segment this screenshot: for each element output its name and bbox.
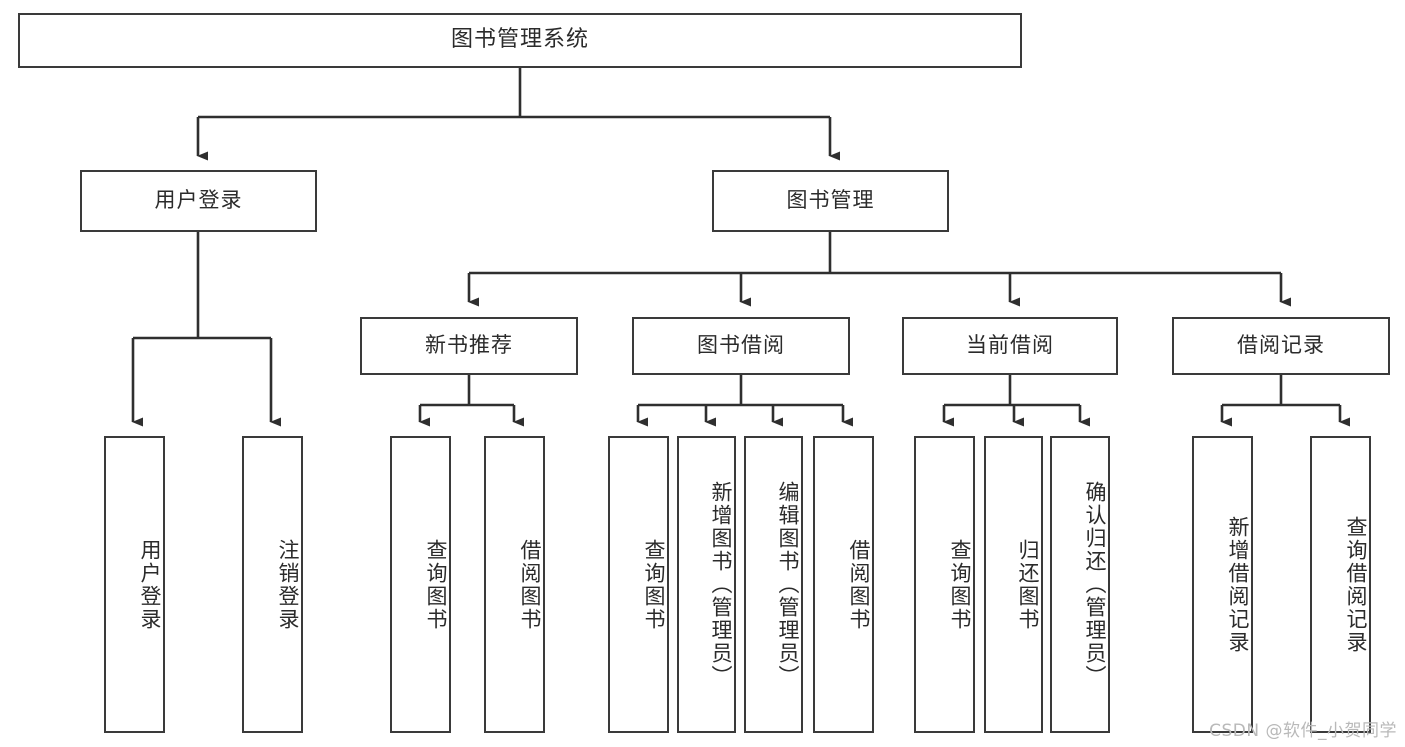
node-label: 归还图书 — [1016, 538, 1040, 631]
node-label: 注销登录 — [276, 538, 300, 631]
node-label: 用户登录 — [154, 188, 243, 213]
node-label: 图书管理 — [786, 188, 875, 213]
node-label: 查询图书 — [948, 538, 972, 631]
node-label: 新书推荐 — [425, 333, 513, 358]
leaf-edit-book-admin[interactable]: 编辑图书（管理员） — [744, 436, 803, 733]
leaf-confirm-return-admin[interactable]: 确认归还（管理员） — [1050, 436, 1110, 733]
leaf-add-book-admin[interactable]: 新增图书（管理员） — [677, 436, 736, 733]
node-label: 借阅记录 — [1237, 333, 1325, 358]
node-label: 图书借阅 — [697, 333, 785, 358]
leaf-query-borrow-record[interactable]: 查询借阅记录 — [1310, 436, 1371, 733]
leaf-query-book-borrow[interactable]: 查询图书 — [608, 436, 669, 733]
leaf-borrow-book-recommend[interactable]: 借阅图书 — [484, 436, 545, 733]
leaf-query-book-current[interactable]: 查询图书 — [914, 436, 975, 733]
leaf-add-borrow-record[interactable]: 新增借阅记录 — [1192, 436, 1253, 733]
node-label: 图书管理系统 — [450, 27, 589, 53]
csdn-watermark: CSDN @软件_小贺同学 — [1209, 721, 1397, 741]
node-current-borrow[interactable]: 当前借阅 — [902, 317, 1118, 375]
node-book-borrow[interactable]: 图书借阅 — [632, 317, 850, 375]
leaf-borrow-book[interactable]: 借阅图书 — [813, 436, 874, 733]
node-new-book-recommend[interactable]: 新书推荐 — [360, 317, 578, 375]
node-book-management[interactable]: 图书管理 — [712, 170, 949, 232]
node-label: 当前借阅 — [966, 333, 1054, 358]
node-label: 借阅图书 — [518, 538, 542, 631]
node-user-login[interactable]: 用户登录 — [80, 170, 317, 232]
leaf-query-book-recommend[interactable]: 查询图书 — [390, 436, 451, 733]
node-label: 借阅图书 — [847, 538, 871, 631]
node-label: 查询图书 — [642, 538, 666, 631]
leaf-return-book[interactable]: 归还图书 — [984, 436, 1043, 733]
node-label: 查询借阅记录 — [1344, 515, 1368, 654]
node-borrow-record[interactable]: 借阅记录 — [1172, 317, 1390, 375]
node-label: 新增图书（管理员） — [709, 481, 733, 688]
node-label: 确认归还（管理员） — [1083, 481, 1107, 688]
node-label: 用户登录 — [138, 538, 162, 631]
node-label: 查询图书 — [424, 538, 448, 631]
node-label: 新增借阅记录 — [1226, 515, 1250, 654]
node-label: 编辑图书（管理员） — [776, 481, 800, 688]
leaf-logout[interactable]: 注销登录 — [242, 436, 303, 733]
node-root-system[interactable]: 图书管理系统 — [18, 13, 1022, 68]
leaf-user-login[interactable]: 用户登录 — [104, 436, 165, 733]
